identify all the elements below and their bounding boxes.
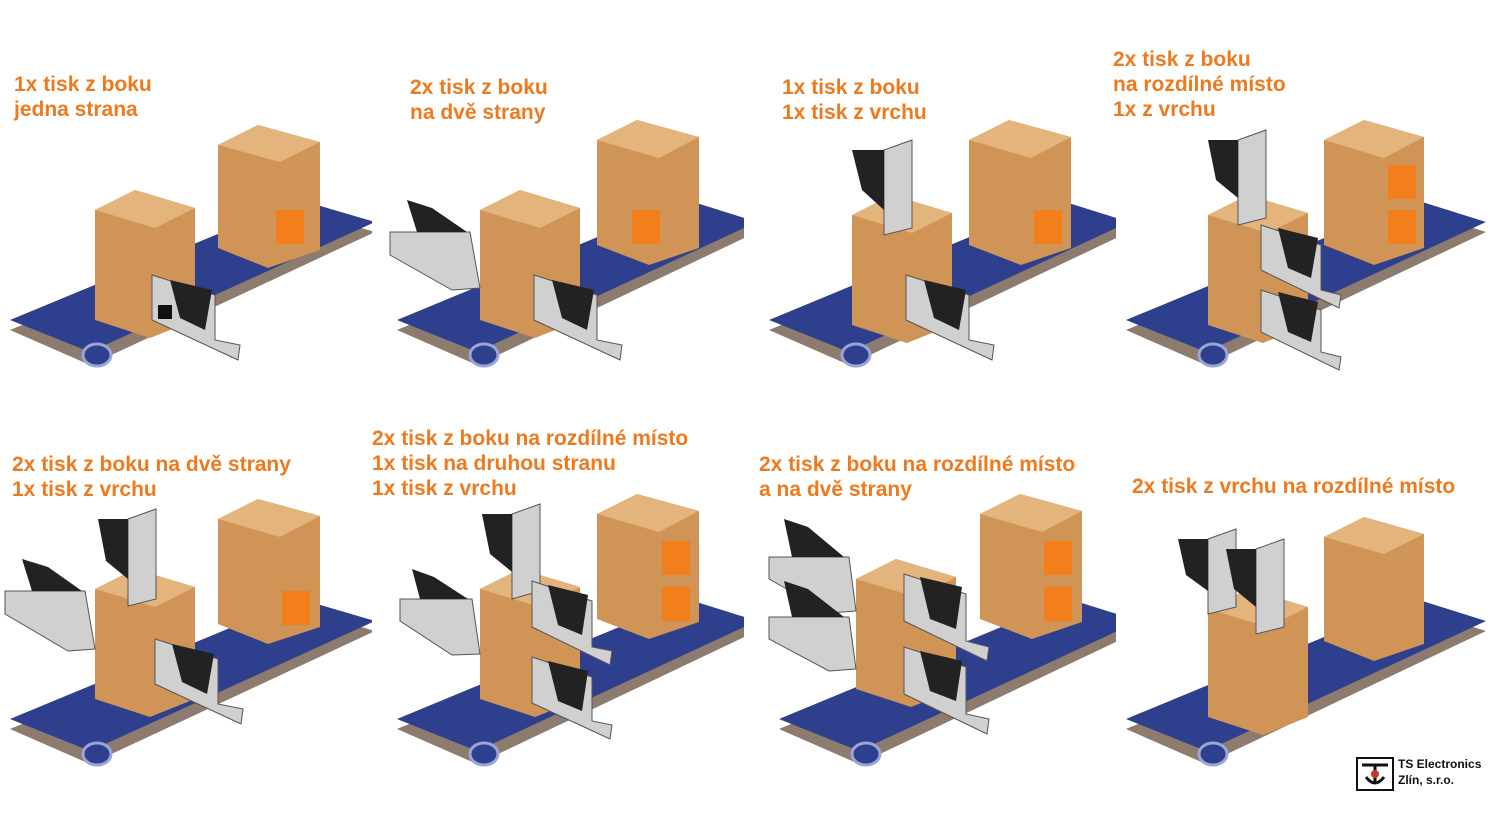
cardboard-box-back <box>1324 120 1424 265</box>
top-printer <box>98 508 157 607</box>
logo-text-line1: TS Electronics <box>1398 757 1482 771</box>
side-printer-right <box>154 638 244 725</box>
panel-caption: 1x tisk z boku 1x tisk z vrchu <box>782 76 927 124</box>
panel-caption: 2x tisk z boku na rozdílné místo 1x z vr… <box>1113 48 1286 121</box>
side-printer-lower <box>531 656 613 740</box>
side-printer-right-lower <box>903 646 990 735</box>
side-printer-left <box>4 559 96 652</box>
conveyor-scene <box>10 125 372 368</box>
side-printer-left-lower <box>768 581 857 672</box>
panel-7: 2x tisk z boku na rozdílné místo a na dv… <box>744 419 1116 837</box>
top-printer <box>1208 129 1267 226</box>
cardboard-box-back <box>597 494 699 639</box>
top-printer-2 <box>1226 538 1285 635</box>
logo-text-line2: Zlín, s.r.o. <box>1398 773 1455 787</box>
top-printer-1 <box>1178 528 1237 615</box>
company-logo: TS Electronics Zlín, s.r.o. <box>1356 757 1486 791</box>
side-printer-upper <box>1260 224 1342 309</box>
panel-caption: 2x tisk z vrchu na rozdílné místo <box>1132 475 1456 498</box>
top-printer <box>482 503 541 600</box>
panel-2: 2x tisk z boku na dvě strany <box>372 0 744 418</box>
panel-5: 2x tisk z boku na dvě strany 1x tisk z v… <box>0 419 372 837</box>
conveyor-scene <box>4 499 372 767</box>
cardboard-box-back <box>980 494 1082 639</box>
panel-6: 2x tisk z boku na rozdílné místo 1x tisk… <box>372 419 744 837</box>
conveyor-scene <box>389 120 744 368</box>
panel-caption: 2x tisk z boku na rozdílné místo 1x tisk… <box>372 427 689 500</box>
panel-caption: 2x tisk z boku na rozdílné místo a na dv… <box>759 453 1076 501</box>
side-printer <box>151 274 241 361</box>
conveyor-scene <box>1126 517 1486 767</box>
side-printer-right-upper <box>903 573 990 662</box>
conveyor-scene <box>768 494 1116 767</box>
side-printer-right <box>533 274 623 361</box>
conveyor-scene <box>1126 120 1486 371</box>
side-printer <box>905 274 995 361</box>
cardboard-box-back <box>1324 517 1424 661</box>
panel-1: 1x tisk z boku jedna strana <box>0 0 372 418</box>
panel-3: 1x tisk z boku 1x tisk z vrchu <box>744 0 1116 418</box>
ts-logo-icon <box>1356 757 1394 791</box>
conveyor-scene <box>769 120 1116 368</box>
panel-caption: 2x tisk z boku na dvě strany <box>410 76 548 124</box>
side-printer-left <box>399 569 481 656</box>
panel-caption: 1x tisk z boku jedna strana <box>14 73 152 121</box>
top-printer <box>852 139 913 236</box>
side-printer-left <box>389 200 481 291</box>
conveyor-scene <box>397 494 744 767</box>
side-printer-lower <box>1260 289 1342 371</box>
cardboard-box-back <box>597 120 699 265</box>
panel-4: 2x tisk z boku na rozdílné místo 1x z vr… <box>1113 0 1488 418</box>
panel-8: 2x tisk z vrchu na rozdílné místo <box>1116 419 1488 837</box>
panel-caption: 2x tisk z boku na dvě strany 1x tisk z v… <box>12 453 291 501</box>
side-printer-upper <box>531 580 613 666</box>
side-printer-left-upper <box>768 519 857 614</box>
cardboard-box-back <box>218 499 320 644</box>
cardboard-box-back <box>218 125 320 268</box>
cardboard-box-back <box>969 120 1071 265</box>
